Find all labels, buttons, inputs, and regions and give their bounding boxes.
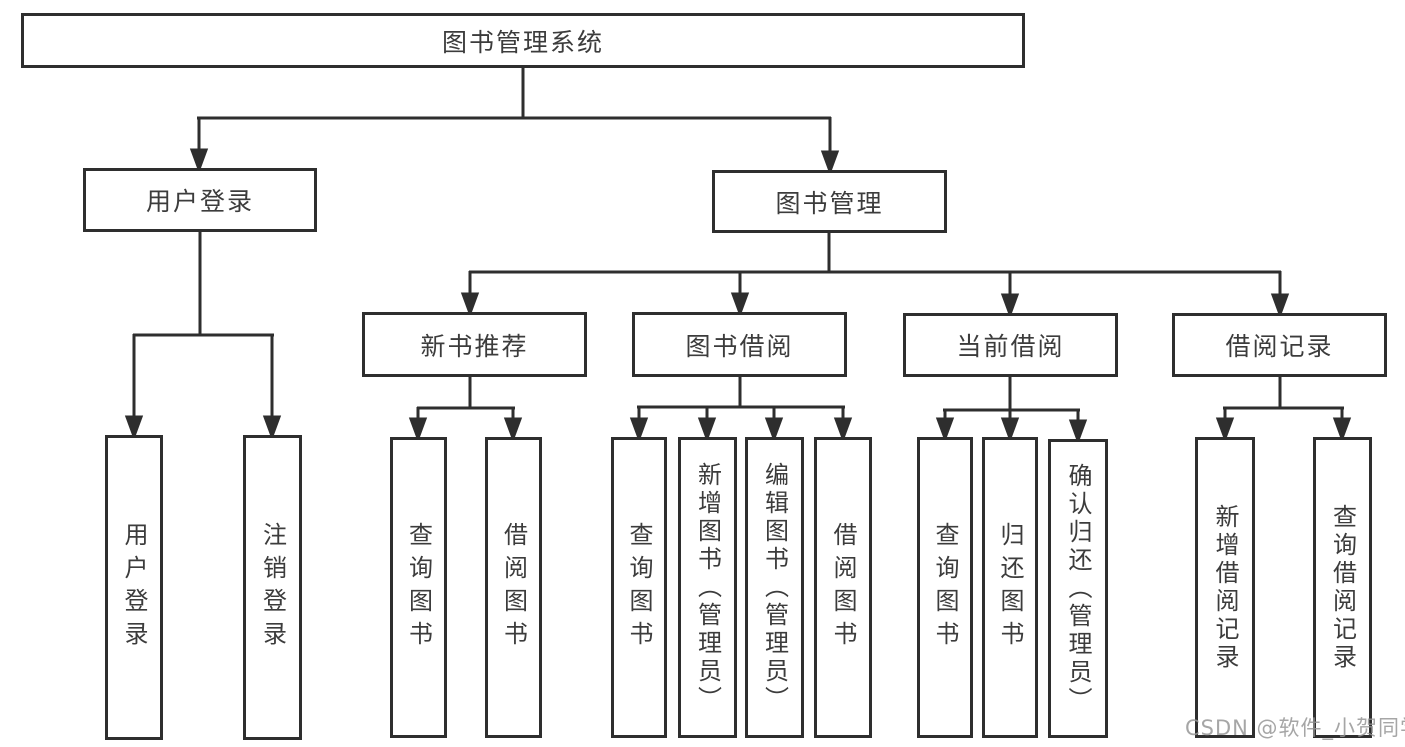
connector-arrow <box>833 417 853 443</box>
leaf-add-borrow-record: 新增借阅记录 <box>1195 437 1255 738</box>
connector-arrow <box>460 292 480 318</box>
connector-arrow <box>730 292 750 318</box>
node-user-login: 用户登录 <box>83 168 317 232</box>
connector-arrow <box>697 417 717 443</box>
connector-arrow <box>1215 417 1235 443</box>
connector-arrow <box>1270 293 1290 319</box>
leaf-borrow-books: 借阅图书 <box>814 437 872 738</box>
connector-arrow <box>820 150 840 176</box>
leaf-query-books: 查询图书 <box>611 437 667 738</box>
connector-arrow <box>629 417 649 443</box>
node-new-book-recommend: 新书推荐 <box>362 312 587 377</box>
connector-arrow <box>1332 417 1352 443</box>
node-borrow-records: 借阅记录 <box>1172 313 1387 377</box>
leaf-edit-books-admin: 编辑图书（管理员） <box>745 437 804 738</box>
connector-arrow <box>1068 419 1088 445</box>
leaf-return-books: 归还图书 <box>982 437 1038 738</box>
leaf-add-books-admin: 新增图书（管理员） <box>678 437 737 738</box>
csdn-watermark: CSDN @软件_小贺同学 <box>1185 716 1405 740</box>
leaf-query-books: 查询图书 <box>917 437 973 738</box>
connector-arrow <box>1000 293 1020 319</box>
connector-arrow <box>262 415 282 441</box>
connector-arrow <box>1000 417 1020 443</box>
node-current-borrowing: 当前借阅 <box>903 313 1118 377</box>
connector-arrow <box>124 415 144 441</box>
connector-arrow <box>408 417 428 443</box>
connector-arrow <box>935 417 955 443</box>
node-book-management: 图书管理 <box>712 170 947 233</box>
leaf-confirm-return-admin: 确认归还（管理员） <box>1048 439 1108 738</box>
connector-arrow <box>764 417 784 443</box>
node-root-system: 图书管理系统 <box>21 13 1025 68</box>
connector-arrow <box>503 417 523 443</box>
leaf-borrow-books: 借阅图书 <box>485 437 542 738</box>
leaf-user-login: 用户登录 <box>105 435 163 740</box>
node-book-borrowing: 图书借阅 <box>632 312 847 377</box>
leaf-query-borrow-record: 查询借阅记录 <box>1313 437 1372 738</box>
leaf-logout: 注销登录 <box>243 435 302 740</box>
connector-arrow <box>189 148 209 174</box>
leaf-query-books: 查询图书 <box>390 437 447 738</box>
